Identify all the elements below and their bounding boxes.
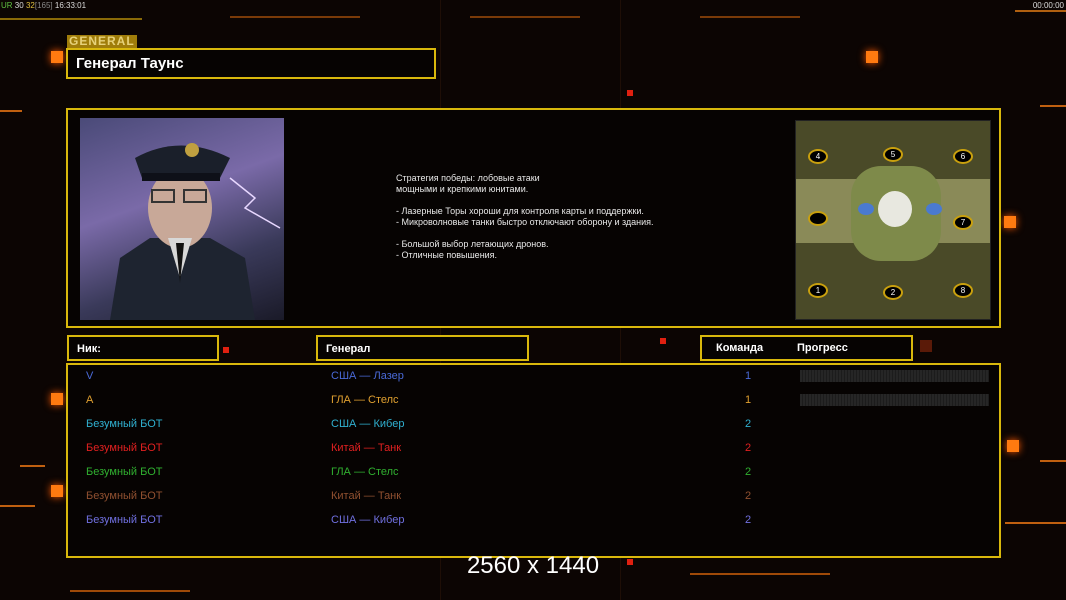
status-value-3: [165]: [34, 1, 53, 10]
player-team: 2: [745, 442, 752, 454]
player-general: ГЛА — Стелс: [331, 394, 399, 406]
status-ur: UR: [1, 1, 13, 10]
player-general: США — Лазер: [331, 370, 404, 382]
map-start-marker[interactable]: 1: [808, 283, 828, 298]
player-nick: V: [86, 370, 94, 382]
player-nick: Безумный БОТ: [86, 466, 163, 478]
player-nick: A: [86, 394, 94, 406]
game-clock: 00:00:00: [1032, 1, 1064, 10]
map-start-marker[interactable]: 5: [883, 147, 903, 162]
map-start-marker[interactable]: [808, 211, 828, 226]
general-description: Стратегия победы: лобовые атаки мощными …: [396, 173, 654, 260]
header-general: Генерал: [316, 335, 529, 361]
player-team: 2: [745, 466, 752, 478]
header-team-progress: Команда Прогресс: [700, 335, 913, 361]
player-nick: Безумный БОТ: [86, 418, 163, 430]
status-readout: UR 30 32[165] 16:33:01: [1, 1, 86, 10]
player-general: ГЛА — Стелс: [331, 466, 399, 478]
player-nick: Безумный БОТ: [86, 514, 163, 526]
map-start-marker[interactable]: 4: [808, 149, 828, 164]
player-team: 2: [745, 514, 752, 526]
player-general: США — Кибер: [331, 418, 405, 430]
player-general: Китай — Танк: [331, 490, 402, 502]
player-row[interactable]: Безумный БОТ ГЛА — Стелс 2: [68, 463, 1003, 487]
general-title: Генерал Таунс: [66, 48, 436, 79]
general-tag: GENERAL: [67, 35, 137, 48]
player-row[interactable]: Безумный БОТ Китай — Танк 2: [68, 439, 1003, 463]
progress-bar: [800, 394, 989, 406]
player-nick: Безумный БОТ: [86, 442, 163, 454]
player-row[interactable]: V США — Лазер 1: [68, 367, 1003, 391]
player-nick: Безумный БОТ: [86, 490, 163, 502]
header-progress: Прогресс: [797, 342, 848, 354]
general-portrait: [80, 118, 284, 320]
header-nick: Ник:: [67, 335, 219, 361]
resolution-label: 2560 x 1440: [466, 552, 600, 579]
map-start-marker[interactable]: 2: [883, 285, 903, 300]
player-general: США — Кибер: [331, 514, 405, 526]
player-row[interactable]: Безумный БОТ США — Кибер 2: [68, 415, 1003, 439]
player-general: Китай — Танк: [331, 442, 402, 454]
status-value-2: 32: [25, 1, 35, 10]
progress-bar: [800, 370, 989, 382]
player-row[interactable]: Безумный БОТ Китай — Танк 2: [68, 487, 1003, 511]
map-preview[interactable]: 4 5 6 7 1 2 8: [795, 120, 991, 320]
player-team: 2: [745, 418, 752, 430]
player-list: V США — Лазер 1 A ГЛА — Стелс 1 Безумный…: [66, 363, 1001, 558]
player-team: 2: [745, 490, 752, 502]
map-start-marker[interactable]: 7: [953, 215, 973, 230]
player-team: 1: [745, 394, 752, 406]
map-start-marker[interactable]: 8: [953, 283, 973, 298]
map-start-marker[interactable]: 6: [953, 149, 973, 164]
status-time: 16:33:01: [54, 1, 87, 10]
player-team: 1: [745, 370, 752, 382]
status-value-1: 30: [14, 1, 24, 10]
header-team: Команда: [716, 342, 764, 354]
player-row[interactable]: A ГЛА — Стелс 1: [68, 391, 1003, 415]
player-row[interactable]: Безумный БОТ США — Кибер 2: [68, 511, 1003, 535]
